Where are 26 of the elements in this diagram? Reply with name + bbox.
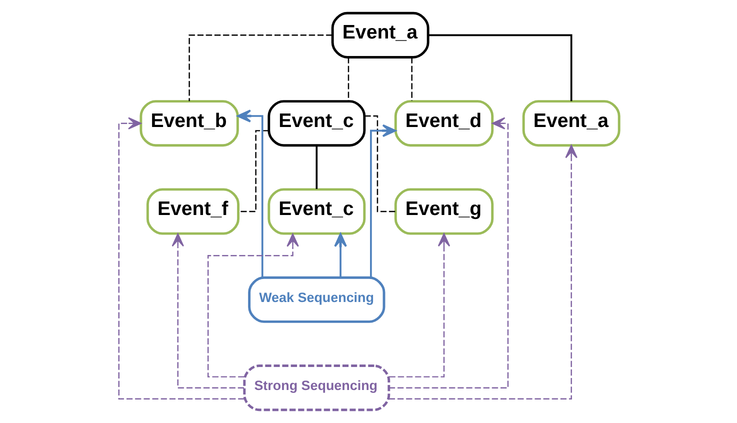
arrow <box>370 124 396 278</box>
connector <box>347 57 349 101</box>
arrow <box>388 117 508 388</box>
node-box: Weak Sequencing <box>248 276 385 323</box>
connector <box>188 34 332 102</box>
node-box: Event_a <box>330 12 429 58</box>
node-box: Event_f <box>146 188 239 235</box>
connector <box>315 146 318 189</box>
node-box: Strong Sequencing <box>242 364 390 412</box>
arrow <box>118 117 244 400</box>
arrow <box>171 233 244 388</box>
arrow <box>206 233 298 378</box>
node-box: Event_c <box>267 100 366 147</box>
node-box: Event_d <box>394 100 494 147</box>
node-box: Event_c <box>267 188 366 235</box>
connector <box>410 57 412 101</box>
arrow <box>388 144 577 400</box>
connector <box>428 34 572 102</box>
node-box: Event_g <box>394 188 494 235</box>
connector <box>364 115 395 212</box>
arrow <box>334 233 346 278</box>
connector <box>238 130 268 212</box>
node-box: Event_a <box>522 100 620 147</box>
node-box: Event_b <box>139 100 238 147</box>
arrow <box>388 233 450 378</box>
arrow <box>236 110 263 278</box>
